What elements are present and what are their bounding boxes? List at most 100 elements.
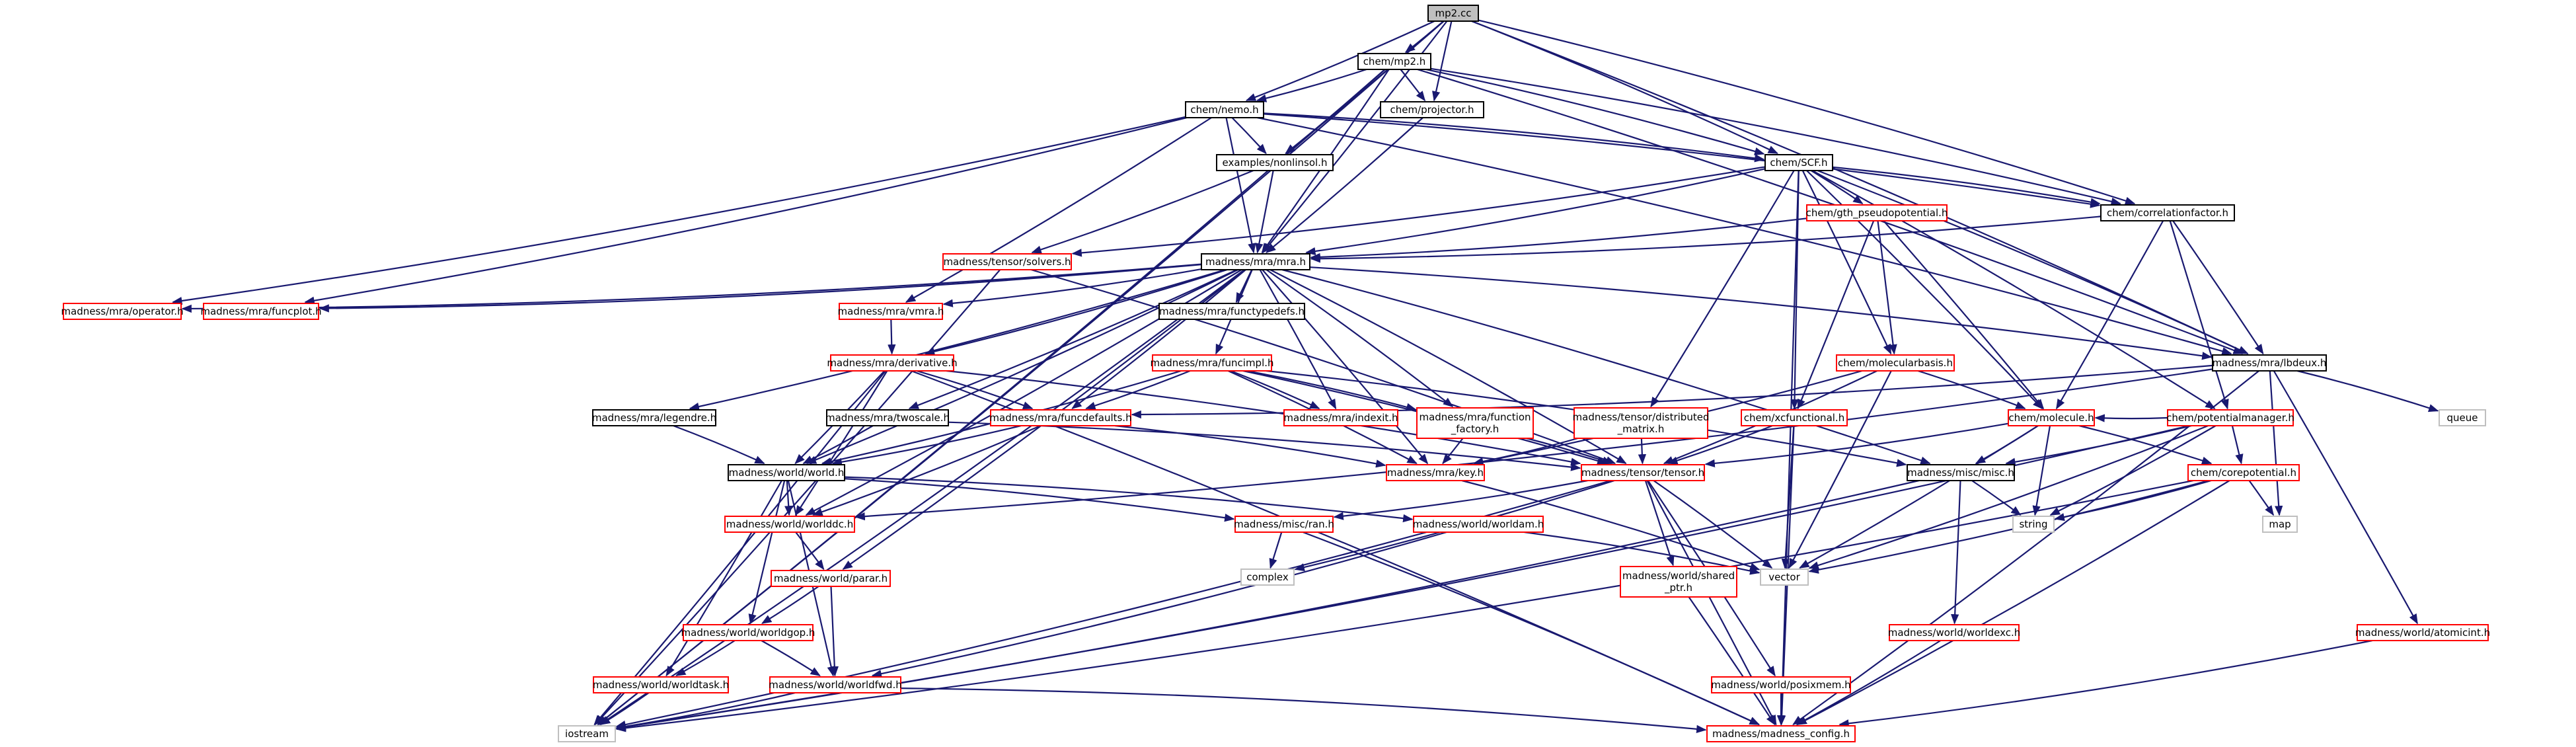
node-chem-SCF-h[interactable]: chem/SCF.h (1764, 154, 1833, 171)
node-label: queue (2447, 412, 2478, 424)
node-madness-world-posixmem-h[interactable]: madness/world/posixmem.h (1711, 676, 1851, 693)
edge-chem-potentialmanager-h-to-vector (1808, 424, 2209, 570)
node-box (1836, 354, 1955, 372)
node-map: map (2262, 516, 2298, 533)
node-madness-world-worldfwd-h[interactable]: madness/world/worldfwd.h (769, 676, 902, 693)
node-box (1413, 516, 1544, 533)
node-box (1416, 407, 1534, 439)
node-madness-tensor-distributed-matrix-h[interactable]: madness/tensor/distributed_matrix.h (1573, 407, 1710, 439)
edge-madness-world-worldexc-h-to-madness-madness-config-h (1796, 640, 1942, 725)
node-box (1706, 725, 1856, 742)
edge-chem-corepotential-h-to-map (2248, 480, 2275, 516)
node-madness-world-worldgop-h[interactable]: madness/world/worldgop.h (681, 624, 815, 641)
node-chem-xcfunctional-h[interactable]: chem/xcfunctional.h (1741, 409, 1848, 426)
node-box (593, 676, 729, 693)
node-box (724, 516, 855, 533)
node-chem-molecularbasis-h[interactable]: chem/molecularbasis.h (1836, 354, 1955, 372)
node-chem-molecule-h[interactable]: chem/molecule.h (2008, 409, 2095, 426)
node-madness-mra-funcdefaults-h[interactable]: madness/mra/funcdefaults.h (989, 409, 1132, 426)
node-chem-nemo-h[interactable]: chem/nemo.h (1185, 101, 1264, 118)
edge-chem-molecule-h-to-string (2032, 425, 2051, 516)
node-madness-tensor-tensor-h[interactable]: madness/tensor/tensor.h (1581, 464, 1705, 481)
node-label: chem/xcfunctional.h (1744, 412, 1844, 424)
node-madness-world-worldam-h[interactable]: madness/world/worldam.h (1413, 516, 1544, 533)
edge-chem-nemo-h-to-examples-nonlinsol-h (1231, 117, 1267, 155)
node-label: madness/mra/indexit.h (1283, 412, 1398, 424)
node-box (1158, 303, 1305, 320)
node-madness-mra-operator-h[interactable]: madness/mra/operator.h (61, 303, 184, 320)
edge-madness-world-world-h-to-madness-world-worlddc-h (784, 480, 793, 516)
node-madness-world-worldtask-h[interactable]: madness/world/worldtask.h (593, 676, 729, 693)
node-madness-world-world-h[interactable]: madness/world/world.h (728, 464, 845, 481)
node-label: chem/mp2.h (1363, 56, 1426, 67)
node-box (1764, 154, 1833, 171)
edge-chem-nemo-h-to-chem-SCF-h (1263, 112, 1765, 163)
node-madness-misc-misc-h[interactable]: madness/misc/misc.h (1907, 464, 2015, 481)
node-madness-world-atomicint-h[interactable]: madness/world/atomicint.h (2355, 624, 2490, 641)
node-madness-world-worlddc-h[interactable]: madness/world/worlddc.h (724, 516, 855, 533)
edge-chem-correlationfactor-h-to-chem-molecule-h (2055, 220, 2164, 410)
node-madness-tensor-solvers-h[interactable]: madness/tensor/solvers.h (942, 253, 1072, 270)
edge-chem-gth-pseudopotential-h-to-madness-mra-mra-h (1310, 217, 1807, 262)
edge-madness-mra-mra-h-to-madness-mra-twoscale-h (908, 269, 1238, 410)
node-label: madness/mra/function (1419, 411, 1531, 423)
node-label: madness/world/worldam.h (1413, 518, 1544, 530)
node-mp2-cc[interactable]: mp2.cc (1427, 5, 1479, 22)
edge-examples-nonlinsol-h-to-madness-tensor-solvers-h (1031, 169, 1254, 254)
edge-madness-world-atomicint-h-to-madness-madness-config-h (1838, 639, 2373, 728)
node-chem-corepotential-h[interactable]: chem/corepotential.h (2187, 464, 2300, 481)
node-madness-mra-funcplot-h[interactable]: madness/mra/funcplot.h (200, 303, 322, 320)
node-label: madness/world/worldtask.h (593, 679, 729, 691)
node-chem-correlationfactor-h[interactable]: chem/correlationfactor.h (2100, 204, 2235, 221)
node-madness-misc-ran-h[interactable]: madness/misc/ran.h (1234, 516, 1334, 533)
node-madness-madness-config-h[interactable]: madness/madness_config.h (1706, 725, 1856, 742)
node-label: madness/tensor/tensor.h (1581, 467, 1704, 479)
node-madness-mra-vmra-h[interactable]: madness/mra/vmra.h (838, 303, 944, 320)
node-madness-mra-functypedefs-h[interactable]: madness/mra/functypedefs.h (1158, 303, 1305, 320)
edge-chem-SCF-h-to-madness-tensor-solvers-h (1071, 166, 1766, 257)
node-madness-mra-key-h[interactable]: madness/mra/key.h (1386, 464, 1485, 481)
node-madness-mra-lbdeux-h[interactable]: madness/mra/lbdeux.h (2212, 354, 2327, 372)
edge-chem-mp2-h-to-chem-correlationfactor-h (1430, 67, 2121, 206)
edge-chem-molecule-h-to-madness-tensor-tensor-h (1704, 422, 2009, 468)
node-label: madness/world/worldfwd.h (769, 679, 901, 691)
node-madness-mra-derivative-h[interactable]: madness/mra/derivative.h (827, 354, 958, 372)
node-box (990, 409, 1131, 426)
node-label: complex (1246, 571, 1289, 583)
node-madness-mra-indexit-h[interactable]: madness/mra/indexit.h (1283, 409, 1398, 426)
node-box (2012, 516, 2055, 533)
node-madness-mra-function-factory-h[interactable]: madness/mra/function_factory.h (1416, 407, 1534, 439)
node-madness-mra-legendre-h[interactable]: madness/mra/legendre.h (592, 409, 716, 426)
node-label: madness/misc/ran.h (1234, 518, 1334, 530)
edge-chem-SCF-h-to-madness-mra-lbdeux-h (1817, 169, 2249, 354)
node-madness-mra-twoscale-h[interactable]: madness/mra/twoscale.h (825, 409, 950, 426)
edge-chem-nemo-h-to-madness-mra-vmra-h (905, 117, 1212, 303)
node-examples-nonlinsol-h[interactable]: examples/nonlinsol.h (1216, 154, 1334, 171)
edge-mp2-cc-to-chem-SCF-h (1471, 20, 1778, 154)
edge-mp2-cc-to-chem-correlationfactor-h (1478, 19, 2136, 205)
node-madness-world-parar-h[interactable]: madness/world/parar.h (771, 570, 891, 587)
edge-madness-mra-mra-h-to-madness-mra-lbdeux-h (1309, 266, 2213, 360)
node-chem-gth-pseudopotential-h[interactable]: chem/gth_pseudopotential.h (1806, 204, 1948, 221)
edge-chem-projector-h-to-madness-mra-mra-h (1266, 117, 1423, 253)
node-madness-world-worldexc-h[interactable]: madness/world/worldexc.h (1888, 624, 2021, 641)
node-madness-world-shared-ptr-h[interactable]: madness/world/shared_ptr.h (1620, 566, 1737, 598)
edge-chem-corepotential-h-to-iostream (615, 479, 2194, 732)
node-madness-mra-mra-h[interactable]: madness/mra/mra.h (1201, 253, 1310, 270)
edge-chem-gth-pseudopotential-h-to-chem-molecularbasis-h (1877, 220, 1897, 355)
node-label: madness/mra/funcplot.h (200, 305, 321, 317)
edge-madness-mra-derivative-h-to-madness-tensor-tensor-h (946, 370, 1581, 466)
edge-chem-molecularbasis-h-to-chem-molecule-h (1917, 370, 2026, 410)
node-queue: queue (2439, 409, 2486, 426)
node-label: madness/world/parar.h (774, 572, 888, 584)
node-vector: vector (1760, 569, 1809, 586)
edge-chem-mp2-h-to-chem-projector-h (1400, 69, 1426, 102)
node-madness-mra-funcimpl-h[interactable]: madness/mra/funcimpl.h (1150, 354, 1274, 372)
node-label: _factory.h (1451, 423, 1499, 436)
node-label: madness/mra/vmra.h (838, 305, 944, 317)
node-chem-mp2-h[interactable]: chem/mp2.h (1357, 53, 1431, 70)
node-chem-potentialmanager-h[interactable]: chem/potentialmanager.h (2166, 409, 2294, 426)
node-label: madness/mra/derivative.h (827, 357, 957, 369)
node-chem-projector-h[interactable]: chem/projector.h (1380, 101, 1484, 118)
edge-madness-mra-twoscale-h-to-madness-world-world-h (802, 425, 874, 464)
